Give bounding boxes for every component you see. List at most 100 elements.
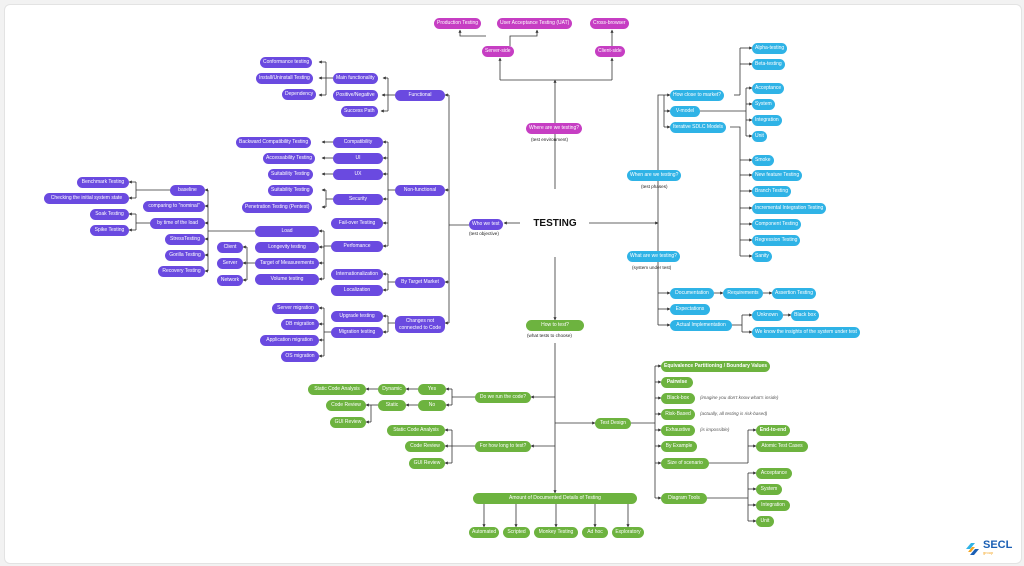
- node-assertion[interactable]: Assertion Testing: [772, 288, 816, 299]
- node-soak[interactable]: Soak Testing: [90, 209, 129, 220]
- node-adhoc[interactable]: Ad hoc: [582, 527, 608, 538]
- node-sca-2[interactable]: Static Code Analysis: [387, 425, 445, 436]
- node-unit-d[interactable]: Unit: [756, 516, 774, 527]
- node-code-review-2[interactable]: Code Review: [405, 441, 445, 452]
- node-system-v[interactable]: System: [752, 99, 775, 110]
- node-incremental[interactable]: Incremental Integration Testing: [752, 203, 827, 214]
- node-db-migration[interactable]: DB migration: [281, 319, 319, 330]
- node-suitability-1[interactable]: Suitability Testing: [268, 169, 313, 180]
- node-network[interactable]: Network: [217, 275, 243, 286]
- node-system-d[interactable]: System: [756, 484, 782, 495]
- node-production-testing[interactable]: Production Testing: [434, 18, 482, 29]
- node-functional[interactable]: Functional: [395, 90, 445, 101]
- node-client[interactable]: Client: [217, 242, 243, 253]
- node-suitability-2[interactable]: Suitability Testing: [268, 185, 313, 196]
- node-failover[interactable]: Fail-over Testing: [331, 218, 383, 229]
- node-actual[interactable]: Actual Implementation: [670, 320, 732, 331]
- node-scripted[interactable]: Scripted: [503, 527, 530, 538]
- node-install[interactable]: Install/Uninstall Testing: [256, 73, 313, 84]
- node-size-scenario[interactable]: Size of scenario: [661, 458, 709, 469]
- node-what[interactable]: What are we testing?: [627, 251, 680, 262]
- node-no[interactable]: No: [418, 400, 446, 411]
- node-target-measurements[interactable]: Target of Measurements: [255, 258, 319, 269]
- node-diagram-tools[interactable]: Diagram Tools: [661, 493, 707, 504]
- node-equivalence[interactable]: Equivalence Partitioning / Boundary Valu…: [661, 361, 771, 372]
- node-documented[interactable]: Amount of Documented Details of Testing: [473, 493, 637, 504]
- node-how-close[interactable]: How close to market?: [670, 90, 725, 101]
- node-component[interactable]: Component Testing: [752, 219, 801, 230]
- node-pairwise[interactable]: Pairwise: [661, 377, 693, 388]
- node-static[interactable]: Static: [378, 400, 406, 411]
- node-regression[interactable]: Regression Testing: [752, 235, 801, 246]
- node-cross-browser[interactable]: Cross-browser: [590, 18, 629, 29]
- node-how-long[interactable]: For how long to test?: [475, 441, 531, 452]
- node-client-side[interactable]: Client-side: [595, 46, 625, 57]
- node-dynamic[interactable]: Dynamic: [378, 384, 406, 395]
- node-stress[interactable]: StressTesting: [165, 234, 205, 245]
- node-security[interactable]: Security: [333, 194, 383, 205]
- node-gui-review-1[interactable]: GUI Review: [330, 417, 366, 428]
- node-acceptance-v[interactable]: Acceptance: [752, 83, 785, 94]
- node-by-target-market[interactable]: By Target Market: [395, 277, 445, 288]
- node-sca-1[interactable]: Static Code Analysis: [308, 384, 366, 395]
- node-who-we-test[interactable]: Who we test: [469, 219, 503, 230]
- node-localization[interactable]: Localization: [331, 285, 383, 296]
- node-smoke[interactable]: Smoke: [752, 155, 774, 166]
- node-test-design[interactable]: Test Design: [595, 418, 631, 429]
- node-performance[interactable]: Perfomance: [331, 241, 383, 252]
- node-migration[interactable]: Migration testing: [331, 327, 383, 338]
- node-changes-not-code[interactable]: Changes not connected to Code: [395, 316, 445, 333]
- node-pentest[interactable]: Penetration Testing (Pentest): [242, 202, 313, 213]
- node-internationalization[interactable]: Internationalization: [331, 269, 383, 280]
- node-benchmark[interactable]: Benchmark Testing: [77, 177, 129, 188]
- node-baseline[interactable]: baseline: [170, 185, 205, 196]
- node-success-path[interactable]: Success Path: [341, 106, 378, 117]
- node-compatibility[interactable]: Compatibility: [333, 137, 383, 148]
- node-spike[interactable]: Spike Testing: [90, 225, 129, 236]
- node-unit-v[interactable]: Unit: [752, 131, 767, 142]
- node-ui[interactable]: UI: [333, 153, 383, 164]
- node-v-model[interactable]: V-model: [670, 106, 700, 117]
- node-yes[interactable]: Yes: [418, 384, 446, 395]
- node-alpha[interactable]: Alpha-testing: [752, 43, 788, 54]
- node-sanity[interactable]: Sanity: [752, 251, 772, 262]
- node-automated[interactable]: Automated: [469, 527, 499, 538]
- node-by-example[interactable]: By Example: [661, 441, 697, 452]
- node-uat[interactable]: User Acceptance Testing (UAT): [497, 18, 573, 29]
- node-known[interactable]: We know the insights of the system under…: [752, 327, 860, 338]
- node-exhaustive[interactable]: Exhaustive: [661, 425, 695, 436]
- node-gorilla[interactable]: Gorilla Testing: [165, 250, 205, 261]
- node-by-time[interactable]: by time of the load: [150, 218, 205, 229]
- node-server[interactable]: Server: [217, 258, 243, 269]
- node-how[interactable]: How to test?: [526, 320, 584, 331]
- node-accessibility[interactable]: Accessability Testing: [263, 153, 316, 164]
- node-os-migration[interactable]: OS migration: [281, 351, 319, 362]
- node-checking-initial[interactable]: Checking the initial system state: [44, 193, 129, 204]
- node-ux[interactable]: UX: [333, 169, 383, 180]
- node-exploratory[interactable]: Exploratory: [612, 527, 644, 538]
- node-when[interactable]: When are we testing?: [627, 170, 682, 181]
- node-documentation[interactable]: Documentation: [670, 288, 714, 299]
- node-risk-based[interactable]: Risk-Based: [661, 409, 695, 420]
- node-run-code[interactable]: Do we run the code?: [475, 392, 531, 403]
- node-server-migration[interactable]: Server migration: [272, 303, 319, 314]
- node-non-functional[interactable]: Non-functional: [395, 185, 445, 196]
- node-volume[interactable]: Volume testing: [255, 274, 319, 285]
- node-app-migration[interactable]: Application migration: [260, 335, 319, 346]
- node-comparing[interactable]: comparing to "nominal": [143, 201, 205, 212]
- node-where[interactable]: Where are we testing?: [526, 123, 583, 134]
- node-main-functionality[interactable]: Main functionality: [333, 73, 378, 84]
- node-longevity[interactable]: Longevity testing: [255, 242, 319, 253]
- node-integration-d[interactable]: Integration: [756, 500, 790, 511]
- node-backward[interactable]: Backward Compatibility Testing: [236, 137, 312, 148]
- node-expectations[interactable]: Expectations: [670, 304, 710, 315]
- node-monkey[interactable]: Monkey Testing: [534, 527, 578, 538]
- node-new-feature[interactable]: New feature Testing: [752, 170, 803, 181]
- node-beta[interactable]: Beta-testing: [752, 59, 785, 70]
- node-dependency[interactable]: Dependency: [282, 89, 317, 100]
- node-requirements[interactable]: Requirements: [723, 288, 763, 299]
- node-iterative[interactable]: Iterative SDLC Models: [670, 122, 727, 133]
- node-conformance[interactable]: Conformance testing: [260, 57, 313, 68]
- node-server-side[interactable]: Server-side: [482, 46, 514, 57]
- node-e2e[interactable]: End-to-end: [756, 425, 790, 436]
